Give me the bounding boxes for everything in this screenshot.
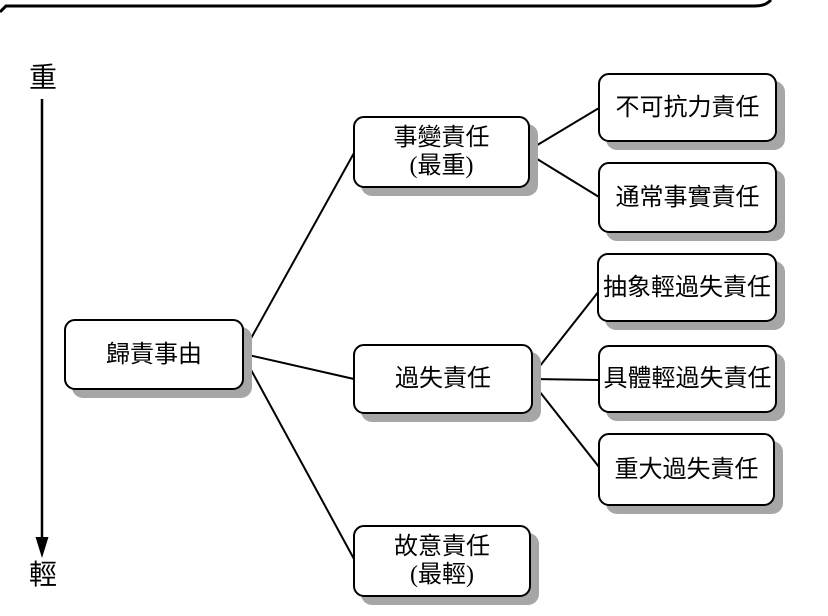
down-arrow-icon	[35, 537, 49, 558]
node-label: 具體輕過失責任	[603, 366, 772, 392]
node-abstract-slight-negligence-liability: 抽象輕過失責任	[597, 253, 777, 322]
edge-shibian-tongchang	[528, 153, 600, 198]
node-negligence-liability: 過失責任	[353, 344, 533, 414]
node-label: 重大過失責任	[614, 456, 759, 483]
node-intentional-liability: 故意責任 (最輕)	[353, 525, 531, 597]
node-label: 歸責事由	[106, 341, 202, 368]
edge-root-shibian	[243, 152, 355, 352]
node-label: 事變責任	[393, 125, 490, 151]
severity-label-light: 輕	[28, 560, 57, 591]
node-ordinary-event-liability: 通常事實責任	[598, 162, 777, 233]
node-label: 過失責任	[395, 366, 491, 392]
edge-root-guyi	[243, 356, 355, 560]
node-sublabel: (最重)	[409, 153, 474, 179]
edge-guoshi-chouxiang	[531, 290, 600, 377]
severity-label-heavy: 重	[28, 63, 57, 94]
node-label: 通常事實責任	[615, 184, 760, 211]
node-label: 不可抗力責任	[615, 94, 760, 121]
edge-shibian-bukekangli	[528, 107, 600, 151]
node-concrete-slight-negligence-liability: 具體輕過失責任	[598, 345, 777, 413]
top-frame-line	[0, 0, 773, 14]
node-label: 抽象輕過失責任	[603, 274, 771, 301]
node-force-majeure-liability: 不可抗力責任	[598, 73, 777, 142]
node-contingency-liability: 事變責任 (最重)	[353, 116, 530, 188]
edge-guoshi-zhongda	[531, 381, 600, 468]
node-sublabel: (最輕)	[410, 562, 474, 588]
node-root-imputation-grounds: 歸責事由	[64, 319, 244, 390]
edge-root-guoshi	[243, 353, 355, 380]
node-gross-negligence-liability: 重大過失責任	[598, 433, 775, 506]
edge-guoshi-juti	[531, 378, 600, 381]
node-label: 故意責任	[394, 534, 490, 560]
